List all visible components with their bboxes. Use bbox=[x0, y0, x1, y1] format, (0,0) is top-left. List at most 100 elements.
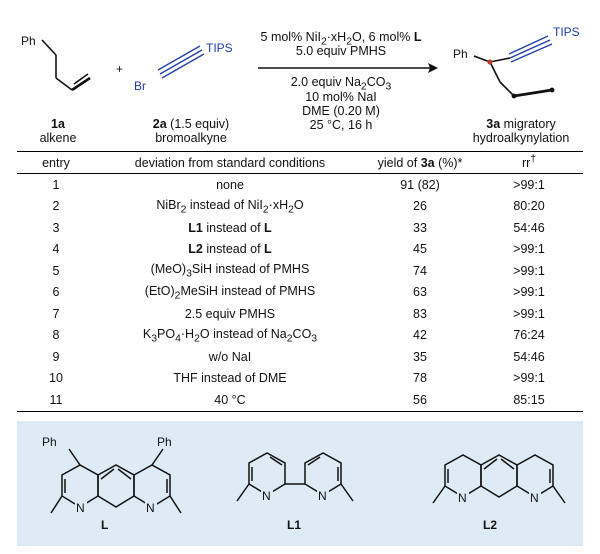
ligand-l1-n-left: N bbox=[262, 489, 271, 503]
deviation-text: PO bbox=[157, 326, 176, 341]
deviation-text: w/o NaI bbox=[208, 349, 252, 364]
deviation-text: THF instead of DME bbox=[173, 371, 287, 386]
cell-rr: >99:1 bbox=[513, 306, 545, 321]
cell-rr: 54:46 bbox=[513, 349, 545, 364]
ligand-l1-label: L1 bbox=[287, 518, 301, 532]
cell-deviation: L1 instead of L bbox=[95, 217, 365, 239]
reaction-arrow bbox=[258, 63, 438, 73]
product-3a-structure bbox=[473, 35, 553, 98]
table-row: 10 THF instead of DME 78 >99:1 bbox=[17, 368, 583, 390]
table-header-row: entry deviation from standard conditions… bbox=[17, 151, 583, 174]
ligand-l-ph-right: Ph bbox=[157, 435, 172, 449]
deviation-text: ·H bbox=[180, 326, 195, 341]
cell-entry: 2 bbox=[52, 199, 60, 214]
cell-rr: 85:15 bbox=[475, 389, 583, 412]
migration-origin-dot bbox=[487, 59, 493, 65]
deviation-text: 2 bbox=[194, 333, 200, 344]
cell-yield: 91 (82) bbox=[400, 177, 440, 192]
product-name-1: migratory bbox=[503, 117, 556, 131]
cell-entry: 8 bbox=[52, 328, 60, 343]
cell-rr: 76:24 bbox=[513, 328, 545, 343]
ligand-l1-n-right: N bbox=[318, 489, 327, 503]
deviation-text: NiBr bbox=[156, 197, 181, 212]
deviation-text: 2 bbox=[174, 290, 181, 301]
optimization-table: entry deviation from standard conditions… bbox=[17, 151, 583, 412]
deviation-text: ·xH bbox=[268, 197, 289, 212]
ligand-l2-label: L2 bbox=[483, 518, 497, 532]
cell-yield: 42 bbox=[413, 328, 427, 343]
product-terminal-dot-1 bbox=[511, 93, 517, 99]
cell-yield: 83 bbox=[413, 306, 427, 321]
bromoalkyne-equiv: (1.5 equiv) bbox=[170, 117, 230, 131]
ligand-l-ph-left: Ph bbox=[42, 435, 57, 449]
bromoalkyne-label: 2a (1.5 equiv) bromoalkyne bbox=[136, 117, 246, 145]
cell-yield: 74 bbox=[413, 263, 427, 278]
ligand-l-n-right: N bbox=[146, 501, 155, 515]
bromoalkyne-2a-structure bbox=[157, 45, 205, 79]
cell-yield: 35 bbox=[413, 349, 427, 364]
deviation-text: L1 bbox=[188, 220, 203, 235]
condition-catalyst: 5 mol% NiI2·xH2O, 6 mol% L bbox=[260, 30, 422, 48]
cell-rr: >99:1 bbox=[513, 285, 545, 300]
cell-rr: 54:46 bbox=[513, 220, 545, 235]
cell-deviation: NiBr2 instead of NiI2·xH2O bbox=[95, 196, 365, 218]
cell-entry: 11 bbox=[17, 389, 95, 412]
ligand-l1-structure bbox=[236, 452, 354, 502]
deviation-text: 2 bbox=[288, 204, 294, 215]
deviation-text: 2 bbox=[262, 204, 269, 215]
tips-label-product: TIPS bbox=[553, 25, 580, 39]
cell-entry: 1 bbox=[52, 177, 60, 192]
bromine-label: Br bbox=[134, 79, 146, 93]
deviation-text: 2.5 equiv PMHS bbox=[184, 306, 276, 321]
ligand-l2-structure bbox=[432, 454, 566, 504]
header-rr: rr† bbox=[475, 151, 583, 174]
cell-yield: 63 bbox=[413, 285, 427, 300]
product-terminal-dot-2 bbox=[549, 87, 555, 93]
cell-deviation: none bbox=[95, 174, 365, 196]
alkene-ph-label: Ph bbox=[21, 34, 36, 48]
deviation-text: 40 °C bbox=[214, 392, 246, 407]
cell-entry: 10 bbox=[49, 371, 63, 386]
cell-deviation: w/o NaI bbox=[95, 346, 365, 368]
cell-entry: 7 bbox=[52, 306, 60, 321]
cell-deviation: K3PO4·H2O instead of Na2CO3 bbox=[95, 325, 365, 347]
product-number: 3a bbox=[486, 117, 501, 131]
cell-deviation: THF instead of DME bbox=[95, 368, 365, 390]
deviation-text: CO bbox=[292, 326, 312, 341]
deviation-text: 2 bbox=[286, 333, 293, 344]
table-row: 1 none 91 (82) >99:1 bbox=[17, 174, 583, 196]
scheme-structures: Ph + Br TIPS Ph TIPS bbox=[21, 25, 580, 99]
ligand-panel: Ph Ph N N L N N L1 bbox=[17, 421, 583, 546]
deviation-text: O bbox=[293, 197, 304, 212]
cell-deviation: 40 °C bbox=[95, 389, 365, 412]
cell-deviation: 2.5 equiv PMHS bbox=[95, 303, 365, 325]
deviation-text: 3 bbox=[151, 333, 158, 344]
deviation-text: (EtO) bbox=[144, 283, 175, 298]
alkene-label: 1a alkene bbox=[28, 117, 88, 145]
condition-solvent: DME (0.20 M) bbox=[302, 104, 380, 118]
deviation-text: none bbox=[216, 177, 244, 192]
cell-entry: 6 bbox=[52, 285, 60, 300]
deviation-text: (MeO) bbox=[150, 262, 187, 276]
product-ph-label: Ph bbox=[453, 47, 468, 61]
condition-base: 2.0 equiv Na2CO3 bbox=[290, 75, 392, 93]
reaction-scheme: Ph + Br TIPS Ph TIPS bbox=[0, 0, 600, 150]
cell-rr: >99:1 bbox=[513, 371, 545, 386]
cell-deviation: (EtO)2MeSiH instead of PMHS bbox=[95, 282, 365, 304]
cell-yield: 26 bbox=[413, 199, 427, 214]
header-yield: yield of 3a (%)* bbox=[365, 151, 475, 174]
cell-yield: 56 bbox=[365, 389, 475, 412]
cell-rr: >99:1 bbox=[513, 177, 545, 192]
deviation-text: instead of NiI bbox=[186, 197, 263, 212]
header-entry: entry bbox=[17, 151, 95, 174]
deviation-text: instead of bbox=[202, 220, 265, 235]
cell-yield: 78 bbox=[413, 371, 427, 386]
bromoalkyne-number: 2a bbox=[152, 117, 167, 131]
cell-rr: 80:20 bbox=[513, 199, 545, 214]
cell-deviation: L2 instead of L bbox=[95, 239, 365, 261]
